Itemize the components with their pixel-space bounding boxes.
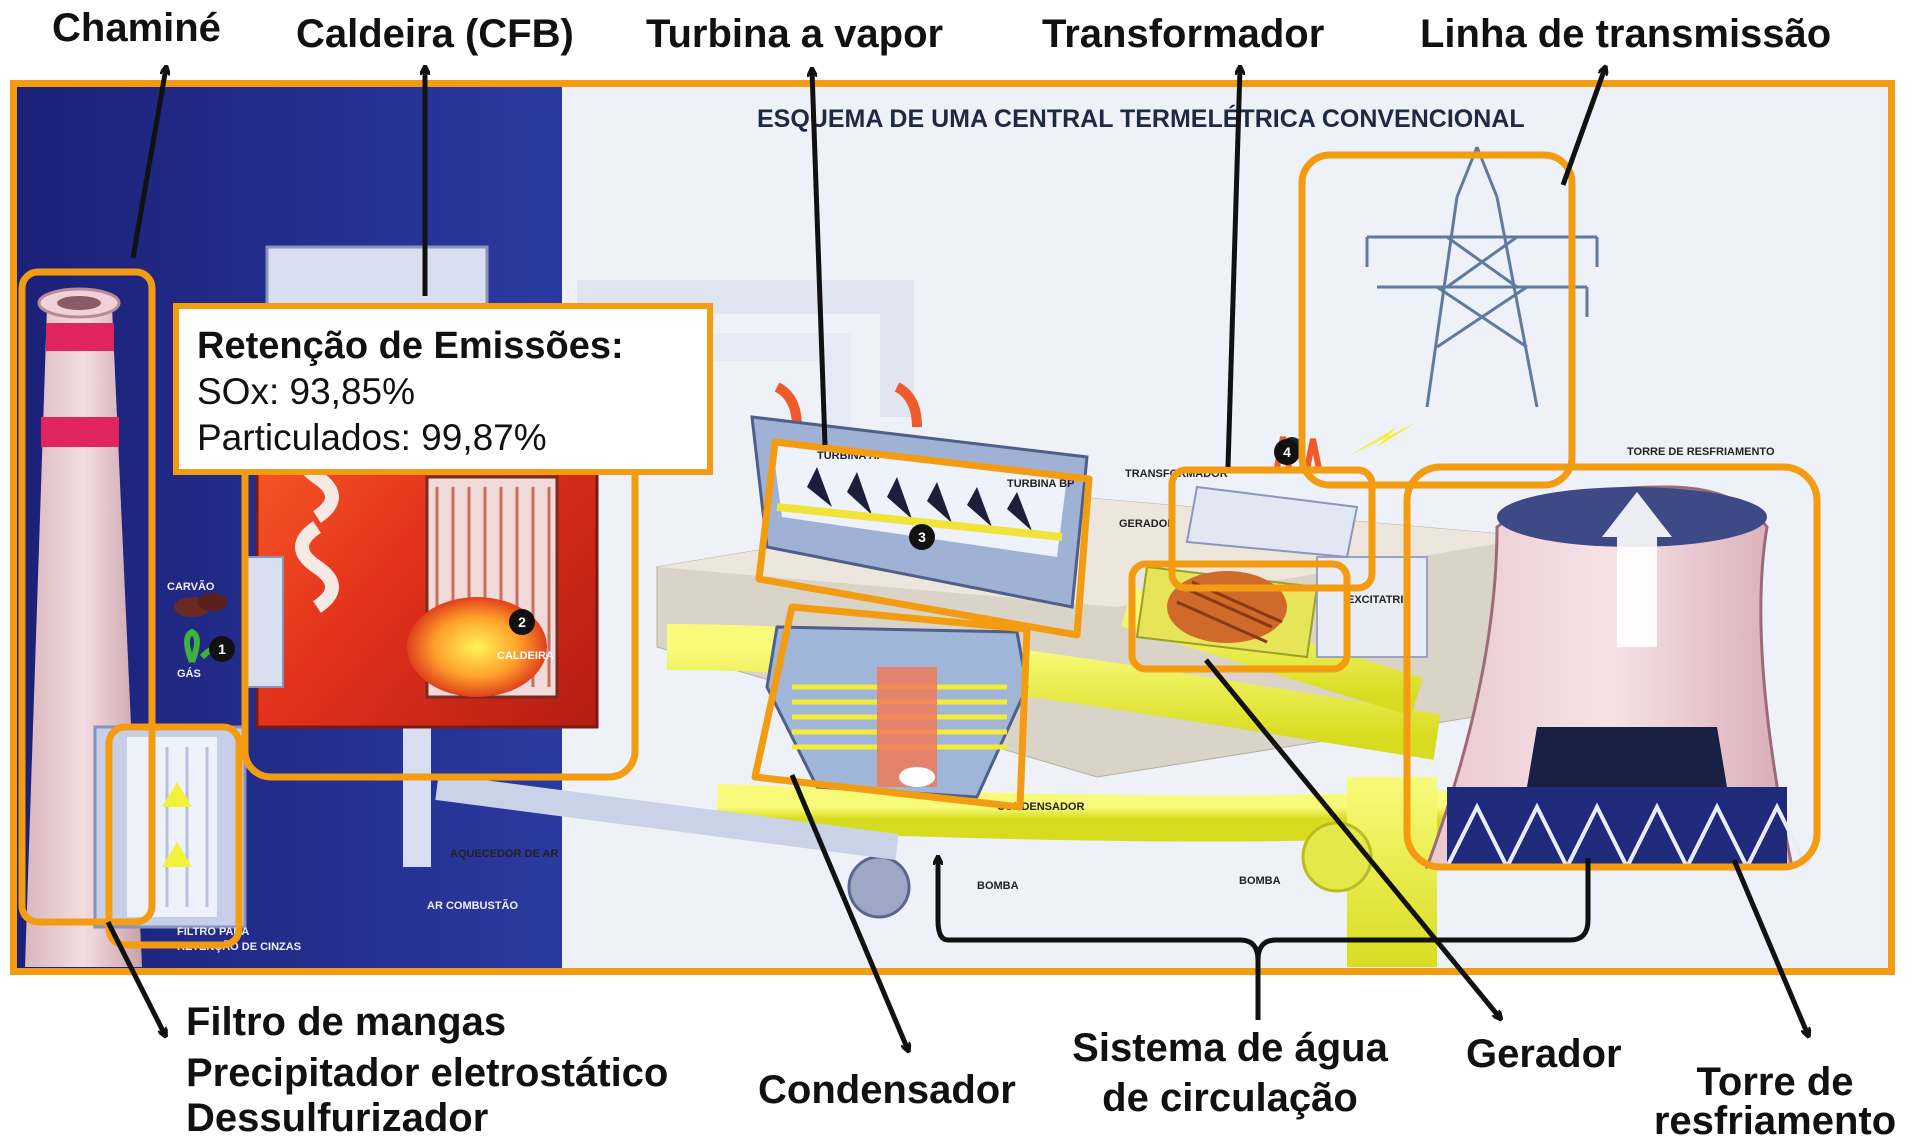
label-condensador: Condensador	[758, 1068, 1016, 1112]
label-transformador: Transformador	[1042, 12, 1325, 56]
pump-left	[847, 855, 911, 919]
emissions-title: Retenção de Emissões:	[197, 325, 624, 367]
step-3: 3	[918, 529, 926, 545]
tag-gas: GÁS	[177, 667, 201, 680]
tag-aquecedor: AQUECEDOR DE AR	[450, 848, 558, 860]
step-4: 4	[1283, 444, 1291, 460]
tag-filtro-1: FILTRO PARA	[177, 926, 249, 938]
coal-icon-2	[197, 593, 227, 611]
tag-carvao: CARVÃO	[167, 580, 215, 593]
emissions-particulados: Particulados: 99,87%	[197, 417, 547, 458]
turbine	[750, 415, 1089, 609]
step-2: 2	[518, 614, 526, 630]
highlight-condenser	[751, 603, 1031, 811]
diagram-frame: ESQUEMA DE UMA CENTRAL TERMELÉTRICA CONV…	[10, 80, 1895, 975]
label-turbina: Turbina a vapor	[646, 12, 944, 56]
emissions-box: Retenção de Emissões: SOx: 93,85% Partic…	[173, 303, 713, 475]
label-gerador: Gerador	[1466, 1032, 1622, 1076]
tag-gerador: GERADOR	[1119, 518, 1175, 530]
highlight-tower	[1298, 151, 1576, 489]
label-dessulfurizador: Dessulfurizador	[186, 1096, 489, 1140]
tag-excitatriz: EXCITATRIZ	[1347, 594, 1410, 606]
step-badges: 1 2 3 4	[209, 439, 1300, 662]
label-caldeira: Caldeira (CFB)	[296, 12, 574, 56]
highlight-turbine	[755, 438, 1093, 639]
tag-turbina-bp: TURBINA BP	[1007, 478, 1074, 490]
highlight-filter	[105, 723, 243, 949]
label-agua-1: Sistema de água	[1072, 1026, 1388, 1070]
tag-caldeira: CALDEIRA	[497, 650, 554, 662]
highlight-transformer	[1168, 466, 1376, 592]
steam-duct-1	[577, 280, 914, 417]
label-filtro-mangas: Filtro de mangas	[186, 1000, 507, 1044]
steam-flow-2	[894, 382, 922, 428]
condenser	[765, 625, 1029, 799]
highlight-chimney	[18, 268, 156, 926]
label-chamine: Chaminé	[52, 6, 221, 50]
emissions-sox: SOx: 93,85%	[197, 371, 416, 412]
label-torre-1: Torre de	[1696, 1060, 1854, 1104]
label-torre-2: resfriamento	[1653, 1099, 1897, 1143]
step-1: 1	[218, 641, 226, 657]
label-agua-2: de circulação	[1102, 1076, 1358, 1120]
cooling-tower	[1424, 485, 1809, 872]
tag-torre: TORRE DE RESFRIAMENTO	[1627, 446, 1775, 458]
transmission-tower	[1365, 146, 1599, 408]
tag-bomba-right: BOMBA	[1239, 875, 1281, 887]
label-linha-transmissao: Linha de transmissão	[1420, 12, 1832, 56]
ash-filter	[93, 725, 247, 929]
tag-bomba-left: BOMBA	[977, 880, 1019, 892]
label-precipitador: Precipitador eletrostático	[186, 1051, 669, 1095]
tag-ar-combustao: AR COMBUSTÃO	[427, 899, 518, 912]
pump-right	[1301, 821, 1373, 893]
power-plant-scene: ESQUEMA DE UMA CENTRAL TERMELÉTRICA CONV…	[17, 87, 1888, 968]
scene-title: ESQUEMA DE UMA CENTRAL TERMELÉTRICA CONV…	[757, 104, 1525, 133]
